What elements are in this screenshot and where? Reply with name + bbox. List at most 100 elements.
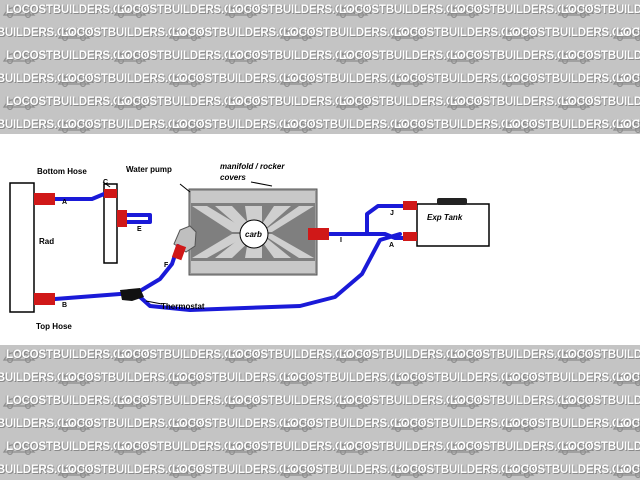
watermark-tile: LOCOSTBUILDERS.CO.UK [610,115,640,134]
watermark-tile: LOCOSTBUILDERS.CO.UK [166,23,315,45]
watermark-row: LOCOSTBUILDERS.CO.UK LOCOSTBUILDERS.CO.UK… [0,368,640,390]
watermark-row: LOCOSTBUILDERS.CO.UKLOCOSTBUILDERS.CO.UK… [0,23,640,45]
watermark-tile: LOCOSTBUILDERS.CO.UK [277,368,426,390]
watermark-text: LOCOSTBUILDERS.CO.UK [561,50,640,62]
watermark-text: LOCOSTBUILDERS.CO.UK [394,27,537,39]
point-j: J [390,210,394,217]
watermark-text: LOCOSTBUILDERS.CO.UK [616,73,640,85]
watermark-tile: LOCOSTBUILDERS.CO.UK [222,0,371,22]
watermark-tile: LOCOSTBUILDERS.CO.UK [555,92,640,114]
watermark-text: LOCOSTBUILDERS.CO.UK [283,27,426,39]
watermark-row: LOCOSTBUILDERS.CO.UKLOCOSTBUILDERS.CO.UK… [0,414,640,436]
watermark-text: LOCOSTBUILDERS.CO.UK [339,395,482,407]
watermark-tile: LOCOSTBUILDERS.CO.UK [222,92,371,114]
watermark-tile: LOCOSTBUILDERS.CO.UK [333,92,482,114]
pump-loop-hose [124,213,152,224]
watermark-tile: LOCOSTBUILDERS.CO.UK [0,437,149,459]
watermark-tile: LOCOSTBUILDERS.CO.UK [0,69,93,91]
watermark-text: LOCOSTBUILDERS.CO.UK [561,4,640,16]
watermark-text: LOCOSTBUILDERS.CO.UK [117,395,260,407]
watermark-tile: LOCOSTBUILDERS.CO.UK [55,460,204,480]
watermark-tile: LOCOSTBUILDERS.CO.UK [0,92,149,114]
watermark-tile: LOCOSTBUILDERS.CO.UK [388,460,537,480]
point-c: C [103,179,108,186]
point-f: F [164,262,169,269]
watermark-text: LOCOSTBUILDERS.CO.UK [172,119,315,131]
watermark-text: LOCOSTBUILDERS.CO.UK [61,27,204,39]
watermark-tile: LOCOSTBUILDERS.CO.UK [444,46,593,68]
watermark-tile: LOCOSTBUILDERS.CO.UK [222,437,371,459]
watermark-text: LOCOSTBUILDERS.CO.UK [561,441,640,453]
point-e: E [137,226,142,233]
watermark-tile: LOCOSTBUILDERS.CO.UK [0,368,93,390]
watermark-text: LOCOSTBUILDERS.CO.UK [6,395,149,407]
watermark-text: LOCOSTBUILDERS.CO.UK [228,349,371,361]
watermark-tile: LOCOSTBUILDERS.CO.UK [0,345,149,367]
watermark-text: LOCOSTBUILDERS.CO.UK [61,119,204,131]
watermark-tile: LOCOSTBUILDERS.CO.UK [555,46,640,68]
watermark-tile: LOCOSTBUILDERS.CO.UK [111,437,260,459]
watermark-tile: LOCOSTBUILDERS.CO.UK [111,46,260,68]
watermark-text: LOCOSTBUILDERS.CO.UK [616,464,640,476]
watermark-tile: LOCOSTBUILDERS.CO.UK [610,69,640,91]
watermark-tile: LOCOSTBUILDERS.CO.UK [499,115,640,134]
thermostat-pointer [145,300,163,305]
thermostat-hose [133,244,180,296]
watermark-tile: LOCOSTBUILDERS.CO.UK [610,460,640,480]
watermark-text: LOCOSTBUILDERS.CO.UK [6,441,149,453]
watermark-text: LOCOSTBUILDERS.CO.UK [394,73,537,85]
watermark-text: LOCOSTBUILDERS.CO.UK [172,73,315,85]
watermark-tile: LOCOSTBUILDERS.CO.UK [444,391,593,413]
label-carb: carb [245,230,262,239]
watermark-tile: LOCOSTBUILDERS.CO.UK [610,414,640,436]
watermark-text: LOCOSTBUILDERS.CO.UK [339,4,482,16]
watermark-tile: LOCOSTBUILDERS.CO.UK [555,437,640,459]
watermark-tile: LOCOSTBUILDERS.CO.UK [499,23,640,45]
watermark-tile: LOCOSTBUILDERS.CO.UK [555,0,640,22]
watermark-text: LOCOSTBUILDERS.CO.UK [228,4,371,16]
watermark-text: LOCOSTBUILDERS.CO.UK [450,4,593,16]
watermark-tile: LOCOSTBUILDERS.CO.UK [333,391,482,413]
watermark-text: LOCOSTBUILDERS.CO.UK [561,395,640,407]
watermark-text: LOCOSTBUILDERS.CO.UK [561,349,640,361]
watermark-tile: LOCOSTBUILDERS.CO.UK [277,115,426,134]
watermark-tile: LOCOSTBUILDERS.CO.UK [555,345,640,367]
watermark-tile: LOCOSTBUILDERS.CO.UK [499,69,640,91]
watermark-text: LOCOSTBUILDERS.CO.UK [228,441,371,453]
watermark-tile: LOCOSTBUILDERS.CO.UK [166,115,315,134]
watermark-tile: LOCOSTBUILDERS.CO.UK [222,391,371,413]
watermark-text: LOCOSTBUILDERS.CO.UK [6,349,149,361]
watermark-text: LOCOSTBUILDERS.CO.UK [283,418,426,430]
watermark-tile: LOCOSTBUILDERS.CO.UK [55,115,204,134]
watermark-tile: LOCOSTBUILDERS.CO.UK [222,46,371,68]
watermark-tile: LOCOSTBUILDERS.CO.UK [55,414,204,436]
watermark-text: LOCOSTBUILDERS.CO.UK [172,464,315,476]
watermark-text: LOCOSTBUILDERS.CO.UK [283,464,426,476]
watermark-text: LOCOSTBUILDERS.CO.UK [6,96,149,108]
watermark-text: LOCOSTBUILDERS.CO.UK [339,50,482,62]
watermark-text: LOCOSTBUILDERS.CO.UK [505,119,640,131]
point-b: B [62,302,67,309]
watermark-tile: LOCOSTBUILDERS.CO.UK [0,414,93,436]
watermark-text: LOCOSTBUILDERS.CO.UK [61,73,204,85]
watermark-text: LOCOSTBUILDERS.CO.UK [228,50,371,62]
watermark-text: LOCOSTBUILDERS.CO.UK [339,96,482,108]
watermark-text: LOCOSTBUILDERS.CO.UK [283,119,426,131]
watermark-tile: LOCOSTBUILDERS.CO.UK [55,23,204,45]
label-thermostat: Thermostat [161,302,205,311]
watermark-text: LOCOSTBUILDERS.CO.UK [450,349,593,361]
watermark-text: LOCOSTBUILDERS.CO.UK [283,73,426,85]
manifold-edge-pointer [179,183,191,193]
watermark-text: LOCOSTBUILDERS.CO.UK [561,96,640,108]
watermark-tile: LOCOSTBUILDERS.CO.UK [111,345,260,367]
point-a-right: A [389,242,394,249]
tank-top-hose [365,204,405,236]
t-piece [120,288,144,301]
label-top-hose: Top Hose [36,322,72,331]
